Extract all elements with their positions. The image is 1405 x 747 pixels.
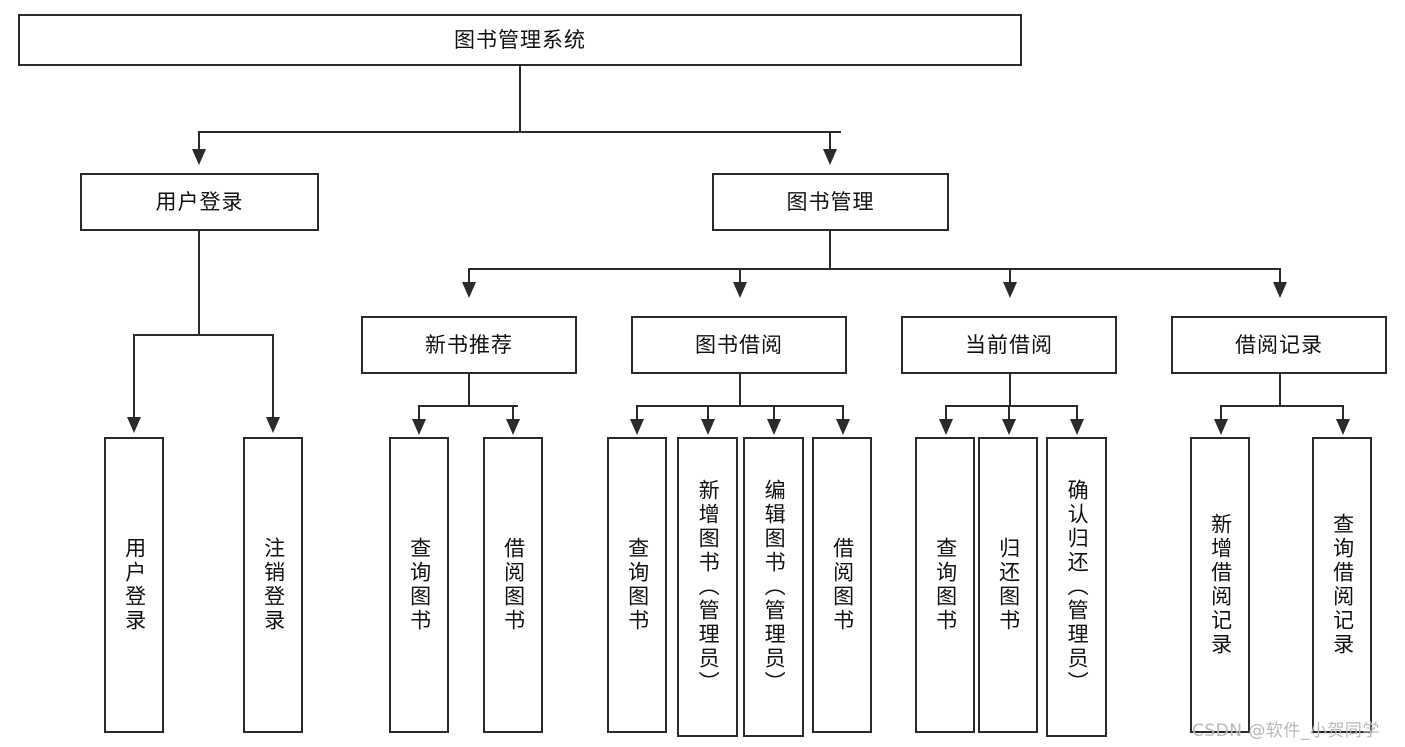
node-label: 图书借阅 [695,332,783,357]
leaf-borrow-book-recommend[interactable]: 借阅图书 [483,437,543,733]
node-label: 新增借阅记录 [1208,513,1233,657]
node-label: 新书推荐 [425,332,513,357]
leaf-query-book-recommend[interactable]: 查询图书 [389,437,449,733]
node-label: 用户登录 [122,537,147,633]
leaf-query-borrow-record[interactable]: 查询借阅记录 [1312,437,1372,733]
connector-book-borrow-stem [739,374,741,406]
node-label: 确认归还（管理员） [1065,479,1090,695]
connector-book-borrow-bus [636,405,844,407]
connector-bb-drop-4 [842,405,844,421]
connector-current-borrow-stem [1009,374,1011,406]
node-label: 新增图书（管理员） [696,479,721,695]
connector-root-to-user-login [198,131,200,151]
connector-nbr-drop-2 [512,405,514,421]
arrow-root-to-book-management [823,149,837,165]
arrow-bb-leaf-4 [836,419,850,435]
connector-bm-drop-4 [1279,268,1281,284]
connector-bb-drop-1 [636,405,638,421]
arrow-cb-leaf-2 [1002,419,1016,435]
node-root-book-management-system[interactable]: 图书管理系统 [18,14,1022,66]
connector-cb-drop-1 [945,405,947,421]
arrow-user-login-leaf-2 [266,417,280,433]
node-label: 查询图书 [933,537,958,633]
arrow-bm-to-current-borrow [1003,282,1017,298]
leaf-return-book[interactable]: 归还图书 [978,437,1038,733]
connector-cb-drop-2 [1008,405,1010,421]
connector-br-drop-1 [1220,405,1222,421]
arrow-bb-leaf-2 [701,419,715,435]
arrow-root-to-user-login [192,149,206,165]
connector-bm-drop-1 [468,268,470,284]
arrow-bb-leaf-1 [630,419,644,435]
leaf-query-book-borrow[interactable]: 查询图书 [607,437,667,733]
node-label: 借阅图书 [501,537,526,633]
node-label: 编辑图书（管理员） [762,479,787,695]
connector-borrow-record-stem [1279,374,1281,406]
node-book-borrow[interactable]: 图书借阅 [631,316,847,374]
arrow-bm-to-borrow-record [1273,282,1287,298]
connector-borrow-record-bus [1220,405,1343,407]
connector-user-login-bus [133,334,274,336]
leaf-borrow-book[interactable]: 借阅图书 [812,437,872,733]
connector-root-bus [198,131,841,133]
node-new-book-recommend[interactable]: 新书推荐 [361,316,577,374]
leaf-edit-book-admin[interactable]: 编辑图书（管理员） [743,437,804,737]
connector-new-book-recommend-stem [468,374,470,406]
connector-bb-drop-2 [707,405,709,421]
connector-cb-drop-3 [1076,405,1078,421]
leaf-user-login[interactable]: 用户登录 [104,437,164,733]
connector-bm-drop-3 [1009,268,1011,284]
node-label: 借阅记录 [1235,332,1323,357]
node-label: 查询图书 [407,537,432,633]
leaf-query-book-current[interactable]: 查询图书 [915,437,975,733]
connector-user-login-drop-1 [133,334,135,419]
leaf-add-borrow-record[interactable]: 新增借阅记录 [1190,437,1250,733]
connector-bb-drop-3 [773,405,775,421]
arrow-bm-to-new-book-recommend [462,282,476,298]
node-label: 用户登录 [155,189,244,214]
node-label: 查询图书 [625,537,650,633]
node-borrow-record[interactable]: 借阅记录 [1171,316,1387,374]
connector-book-management-bus [468,268,1280,270]
node-label: 当前借阅 [965,332,1053,357]
node-user-login[interactable]: 用户登录 [80,173,319,231]
arrow-nbr-leaf-1 [412,419,426,435]
node-label: 注销登录 [261,537,286,633]
node-label: 图书管理 [786,189,875,214]
leaf-add-book-admin[interactable]: 新增图书（管理员） [677,437,738,737]
arrow-nbr-leaf-2 [506,419,520,435]
arrow-bm-to-book-borrow [733,282,747,298]
connector-nbr-drop-1 [418,405,420,421]
connector-book-management-stem [829,231,831,269]
arrow-user-login-leaf-1 [127,417,141,433]
leaf-confirm-return-admin[interactable]: 确认归还（管理员） [1046,437,1107,737]
connector-new-book-recommend-bus [418,405,518,407]
connector-root-stem [519,66,521,132]
arrow-bb-leaf-3 [767,419,781,435]
connector-user-login-stem [198,231,200,335]
node-book-management[interactable]: 图书管理 [712,173,949,231]
leaf-logout[interactable]: 注销登录 [243,437,303,733]
node-label: 查询借阅记录 [1330,513,1355,657]
node-label: 借阅图书 [830,537,855,633]
connector-user-login-drop-2 [272,334,274,419]
connector-bm-drop-2 [739,268,741,284]
node-current-borrow[interactable]: 当前借阅 [901,316,1117,374]
arrow-cb-leaf-3 [1070,419,1084,435]
connector-br-drop-2 [1342,405,1344,421]
arrow-cb-leaf-1 [939,419,953,435]
connector-root-to-book-management [829,131,831,151]
connector-current-borrow-bus [945,405,1077,407]
node-label: 归还图书 [996,537,1021,633]
arrow-br-leaf-2 [1336,419,1350,435]
arrow-br-leaf-1 [1214,419,1228,435]
node-label: 图书管理系统 [454,27,586,52]
